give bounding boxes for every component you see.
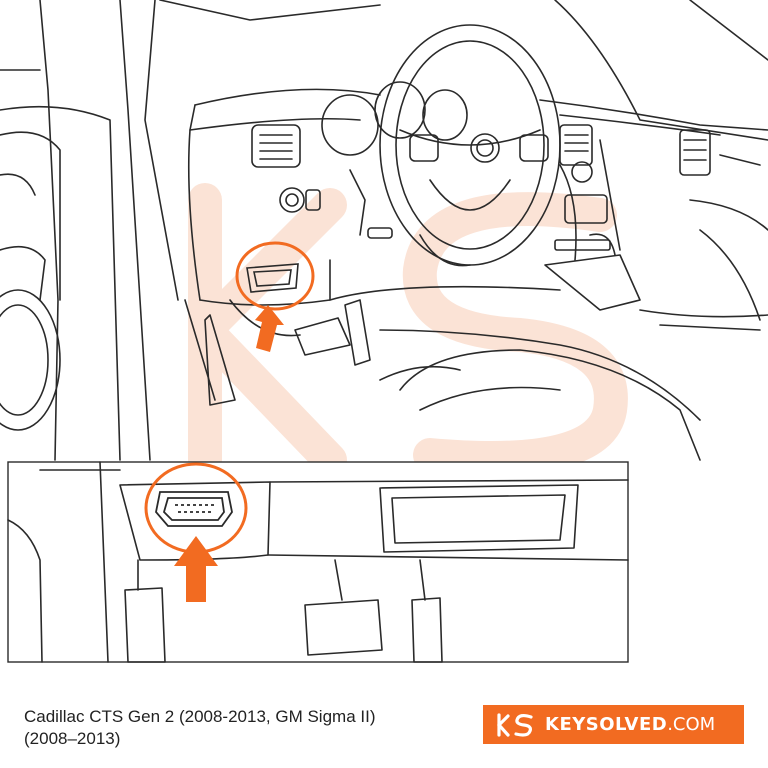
brand-badge: KEYSOLVED.COM [483,705,744,744]
brand-name: KEYSOLVED [545,714,668,735]
arrow-up-icon [255,305,284,352]
upper-obd-port [246,263,299,293]
closeup-inset-scene [7,461,629,663]
caption-line-2: (2008–2013) [24,729,121,748]
closeup-arrow-up-icon [174,536,218,602]
brand-tld: .COM [667,714,716,735]
vehicle-caption: Cadillac CTS Gen 2 (2008-2013, GM Sigma … [24,706,454,750]
caption-line-1: Cadillac CTS Gen 2 (2008-2013, GM Sigma … [24,707,376,726]
obd-location-illustration [0,0,768,663]
car-interior-scene [0,0,768,461]
closeup-obd-port [155,491,233,527]
ks-logo-icon [497,712,533,737]
obd-port-highlight-circle [235,241,315,311]
